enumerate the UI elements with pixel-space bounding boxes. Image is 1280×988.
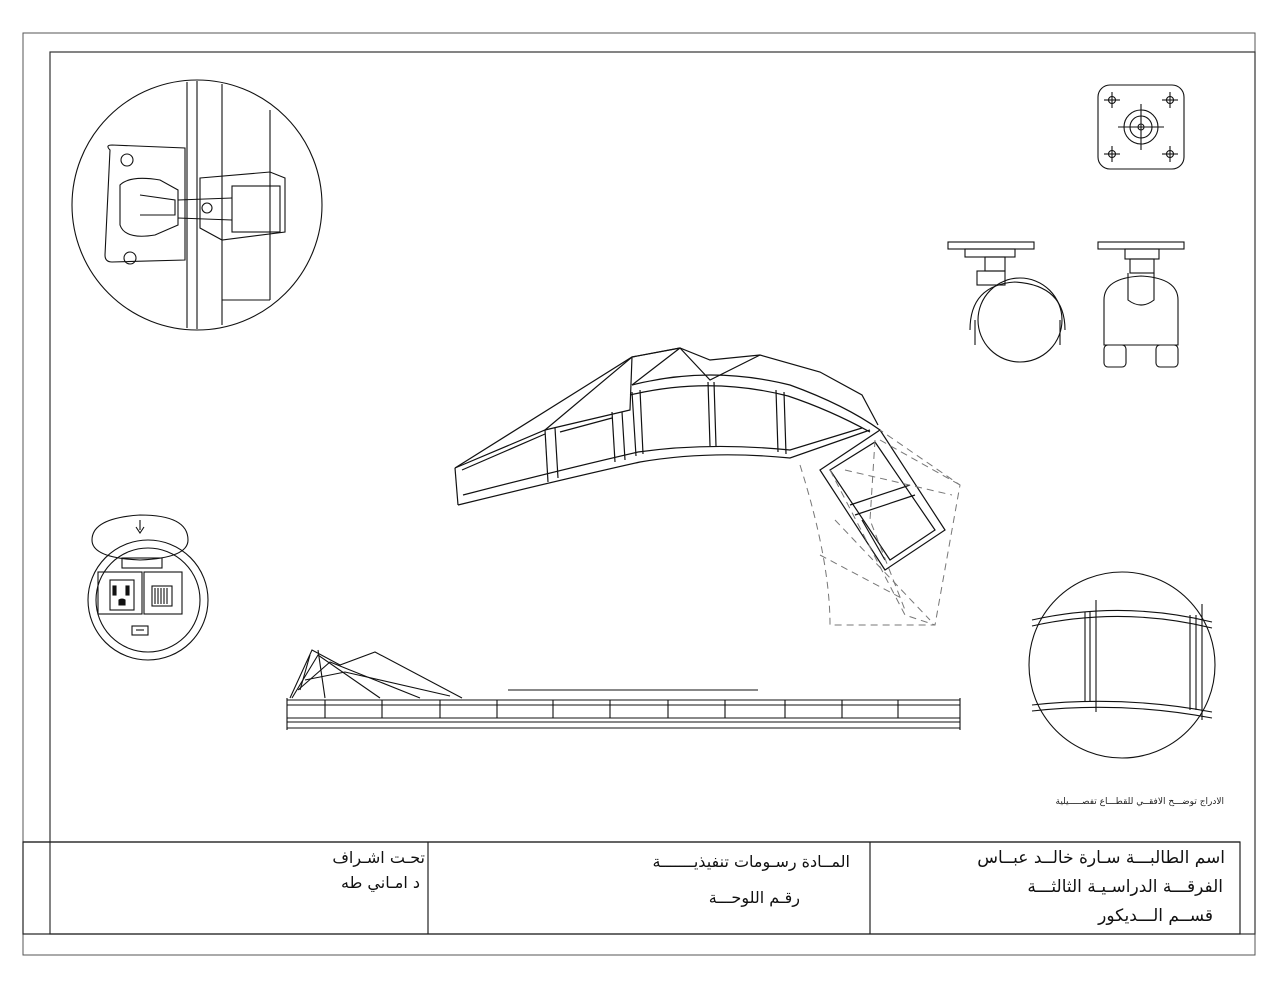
floor-outlet-detail: [87, 514, 209, 661]
supervision-label: تحـت اشـراف: [332, 848, 425, 867]
hinge-detail: [71, 79, 323, 331]
castor-side-view: [947, 241, 1066, 363]
title-block-frame: [22, 841, 1241, 935]
student-year: الفرقـــة الدراسـيـة الثالثـــة: [1027, 877, 1223, 897]
outer-border: [22, 32, 1256, 956]
student-department: قســم الـــديكور: [1098, 906, 1213, 926]
supervisor-name: د امـاني طه: [341, 873, 420, 892]
student-name: اسم الطالبـــة سـارة خالــد عبــاس: [977, 848, 1225, 868]
sheet-number-label: رقـم اللوحـــة: [708, 888, 800, 907]
detail-caption: الادراج توضـــح الافقــي للقطـــاع تفصــ…: [1055, 797, 1224, 807]
curved-desk-plan: [454, 347, 946, 571]
castor-plate-detail: [1097, 84, 1185, 170]
castor-front-view: [1097, 241, 1185, 368]
swing-path-dashed: [799, 429, 961, 626]
desk-elevation: [286, 649, 961, 730]
subject-label: المــادة رسـومات تنفيذيـــــــة: [652, 852, 850, 871]
section-detail-circle: [1028, 571, 1216, 759]
